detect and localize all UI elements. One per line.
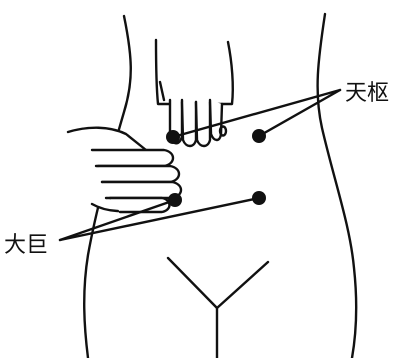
groin-crease [168, 258, 268, 308]
daju-point-left [168, 193, 182, 207]
upper-finger-2 [182, 102, 196, 146]
tianshu-point-left [166, 130, 180, 144]
daju-point-right [252, 191, 266, 205]
upper-finger-3 [196, 102, 210, 146]
lower-finger-3 [102, 182, 181, 198]
leader-tianshu-right [259, 90, 340, 136]
lower-finger-2 [98, 166, 179, 182]
label-daju: 大巨 [4, 233, 48, 258]
navel-icon [220, 127, 226, 136]
lower-hand [68, 128, 181, 212]
lower-finger-1 [92, 150, 173, 166]
upper-hand-palm [156, 40, 233, 104]
tianshu-point-right [252, 129, 266, 143]
torso-right-contour [318, 14, 357, 358]
label-tianshu: 天枢 [345, 81, 389, 106]
